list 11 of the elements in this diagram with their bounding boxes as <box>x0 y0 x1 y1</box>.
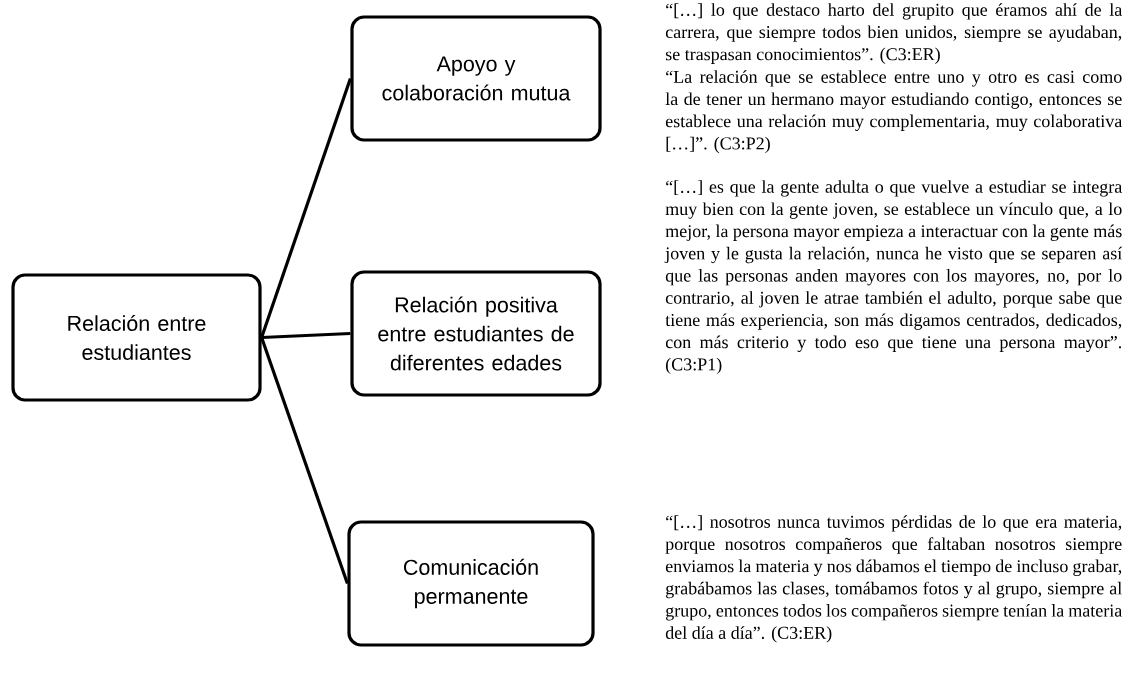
connector-line <box>260 77 352 339</box>
quote-text: “[…] nosotros nunca tuvimos pérdidas de lo que era materia, porque nosotros compañeros que faltaban nosotros siempre enviamos la materia y nos dábamos el tiempo de incluso grabar, grabábamos las clases, tomábamos fotos y al grupo, siempre al grupo, entonces todos los compañeros siempre tenían la materia del día a día”. (C3:ER) <box>665 515 1122 643</box>
quote-text: “[…] lo que destaco harto del grupito que éramos ahí de la carrera, que siempre todos bien unidos, siempre se ayudaban, se traspasan conocimientos”. (C3:ER) <box>665 3 1122 64</box>
quote-text: “[…] es que la gente adulta o que vuelve a estudiar se integra muy bien con la gente joven, se establece un vínculo que, a lo mejor, la persona mayor empieza a interactuar con la gente más joven y le gusta la relación, nunca he visto que se separen así que las personas anden mayores con los mayores, no, por lo contrario, al joven le atrae también el adulto, porque sabe que tiene más experiencia, son más digamos centrados, dedicados, con más criterio y todo eso que tiene una persona mayor”. (C3:P1) <box>664 180 1123 375</box>
concept-box: Comunicación permanente <box>347 520 595 647</box>
concept-box: Relación positiva entre estudiantes de diferentes edades <box>350 270 602 397</box>
connector-line <box>260 336 349 585</box>
concept-box: Apoyo y colaboración mutua <box>350 15 602 142</box>
connector-line <box>261 331 351 340</box>
concept-box: Relación entre estudiantes <box>11 273 262 402</box>
quote-text: “La relación que se establece entre uno y otro es casi como la de tener un hermano mayor estudiando contigo, entonces se establece una relación muy complementaria, muy colaborativa […]”. (C3:P2) <box>665 70 1123 154</box>
